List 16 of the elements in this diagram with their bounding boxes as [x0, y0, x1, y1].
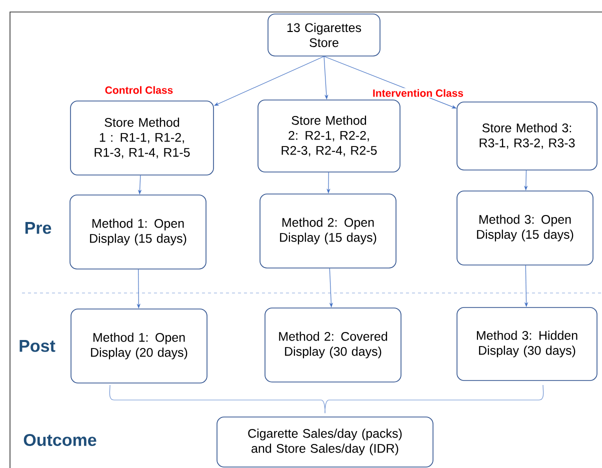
process-box: Store Method 1 : R1-1, R1-2, R1-3, R1-4, R1-5 [70, 100, 214, 176]
phase-label: Pre [25, 222, 52, 234]
class-label: Intervention Class [372, 88, 464, 98]
process-box: 13 Cigarettes Store [268, 14, 380, 56]
process-box: Method 1: Open Display (20 days) [70, 308, 208, 384]
outcome-box: Cigarette Sales/day (packs) and Store Sales/day (IDR) [216, 416, 434, 468]
process-box: Method 3: Open Display (15 days) [456, 190, 594, 266]
process-box: Method 2: Covered Display (30 days) [264, 308, 402, 382]
class-label: Control Class [104, 85, 174, 95]
process-box: Method 3: Hidden Display (30 days) [456, 307, 598, 381]
phase-label: Outcome [24, 434, 96, 446]
phase-label: Post [20, 340, 56, 352]
process-box: Store Method 2: R2-1, R2-2, R2-3, R2-4, R2-5 [258, 100, 400, 172]
process-box: Method 2: Open Display (15 days) [260, 194, 396, 268]
process-box: Method 1: Open Display (15 days) [70, 194, 206, 270]
process-box: Store Method 3: R3-1, R3-2, R3-3 [456, 102, 598, 170]
